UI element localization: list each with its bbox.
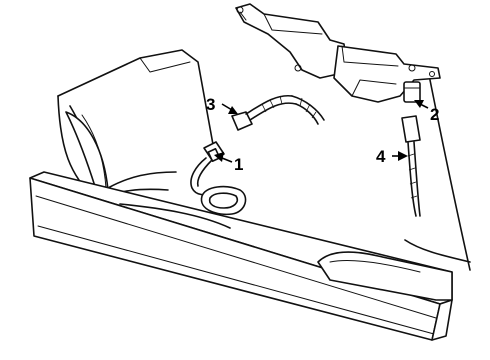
callout-3: 3 [206,95,238,114]
callout-2: 2 [414,100,439,124]
callout-1: 1 [214,152,243,174]
svg-text:3: 3 [206,95,215,114]
connector-part-4 [401,115,421,217]
svg-text:2: 2 [430,105,439,124]
sensor-part-2 [403,81,421,103]
harness-part-3 [231,94,325,131]
front-bumper [29,171,453,341]
callout-4: 4 [376,147,408,166]
mounting-bracket [235,3,441,103]
svg-text:1: 1 [234,155,243,174]
bulb-socket-part-1 [190,141,247,216]
svg-text:4: 4 [376,147,386,166]
